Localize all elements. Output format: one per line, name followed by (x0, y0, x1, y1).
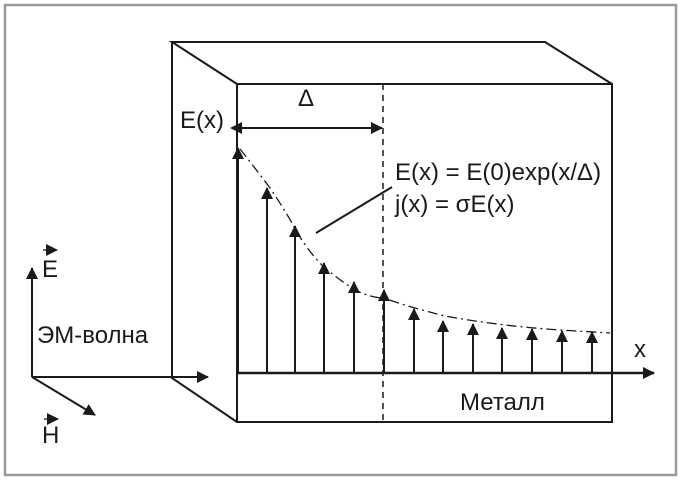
block-top-face (168, 41, 613, 85)
h-vector-arrow (31, 376, 96, 416)
outer-frame (3, 3, 678, 477)
formula-e-text: E(x) = E(0)exp(x/Δ) (395, 159, 601, 186)
block-front-face (236, 83, 613, 423)
formula-leader-line (315, 186, 393, 234)
block-side-face (171, 42, 238, 423)
ex-axis-label: E(x) (180, 107, 224, 134)
x-axis-label: x (634, 336, 646, 363)
field-arrows (261, 187, 598, 373)
decay-curve (239, 148, 611, 334)
metal-label: Металл (460, 389, 545, 416)
formula-j-text: j(x) = σE(x) (394, 191, 514, 218)
delta-label: Δ (298, 85, 314, 112)
h-vector-label: H (42, 422, 59, 449)
e-vector-label: E (42, 256, 58, 283)
wave-label: ЭМ-волна (37, 322, 149, 349)
